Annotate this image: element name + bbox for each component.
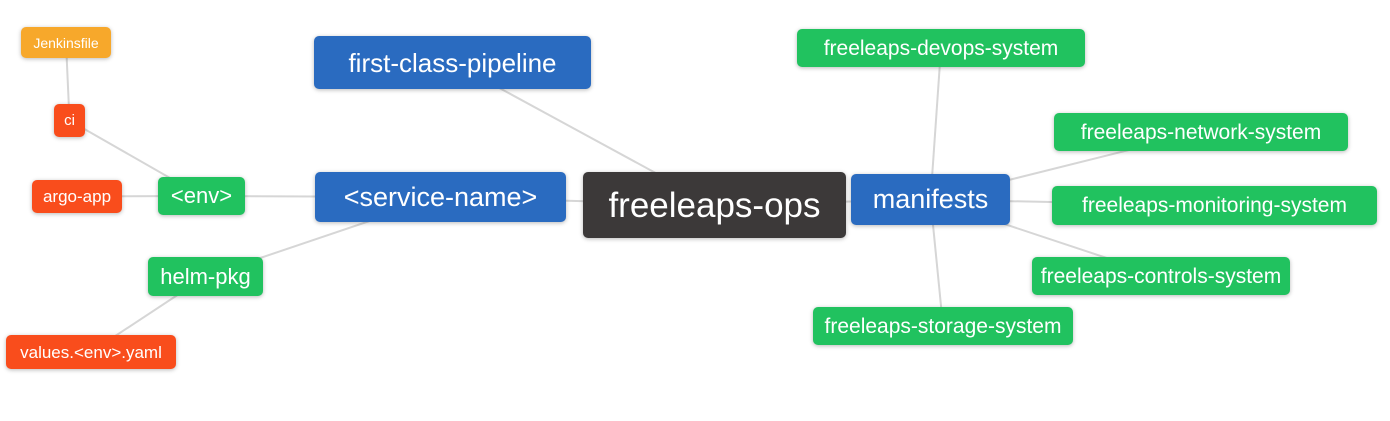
node-freeleaps-devops-system[interactable]: freeleaps-devops-system [797,29,1085,67]
node-freeleaps-monitoring-system[interactable]: freeleaps-monitoring-system [1052,186,1377,225]
node-values-env-yaml[interactable]: values.<env>.yaml [6,335,176,369]
node-service-name[interactable]: <service-name> [315,172,566,222]
node-argo-app[interactable]: argo-app [32,180,122,213]
node-freeleaps-storage-system[interactable]: freeleaps-storage-system [813,307,1073,345]
node-freeleaps-network-system[interactable]: freeleaps-network-system [1054,113,1348,151]
node-jenkinsfile[interactable]: Jenkinsfile [21,27,111,58]
node-first-class-pipeline[interactable]: first-class-pipeline [314,36,591,89]
node-freeleaps-controls-system[interactable]: freeleaps-controls-system [1032,257,1290,295]
node-ci[interactable]: ci [54,104,85,137]
node-helm-pkg[interactable]: helm-pkg [148,257,263,296]
node-freeleaps-ops[interactable]: freeleaps-ops [583,172,846,238]
node-env[interactable]: <env> [158,177,245,215]
node-manifests[interactable]: manifests [851,174,1010,225]
